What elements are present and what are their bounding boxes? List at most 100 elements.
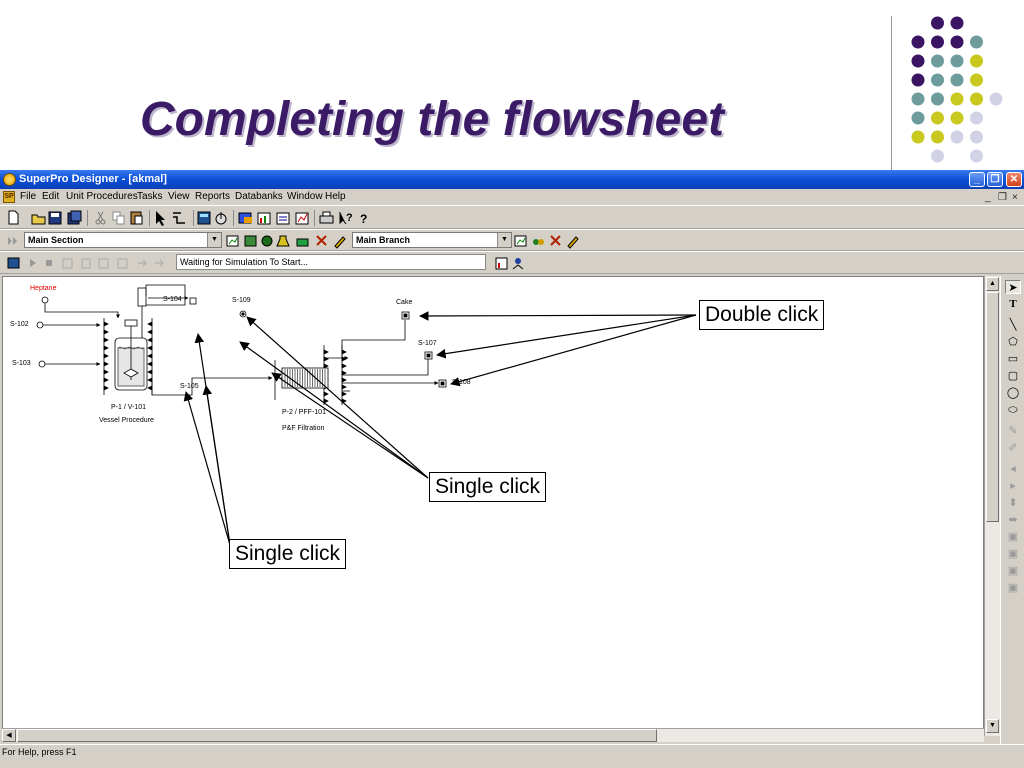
simulation-chart-icon[interactable] [495,257,508,270]
menu-edit[interactable]: Edit [42,191,60,202]
stream-s108[interactable] [342,379,447,392]
close-button[interactable]: ✕ [1006,172,1022,187]
rounded-rectangle-tool-icon[interactable]: ▢ [1007,370,1019,382]
menu-help[interactable]: Help [325,191,346,202]
document-icon[interactable]: SP [3,191,15,203]
blue-bars-icon[interactable] [238,212,252,224]
align-left-icon[interactable]: ◂ [1010,463,1016,475]
expand-icon[interactable] [117,258,128,269]
stop-icon[interactable] [46,260,52,266]
bring-front-icon[interactable]: ▣ [1007,531,1019,543]
pointer-icon[interactable] [156,211,165,226]
run-section-icon[interactable] [8,237,17,245]
group-icon[interactable]: ▣ [1007,565,1019,577]
align-vertical-icon[interactable]: ⬍ [1008,497,1018,509]
save-icon[interactable] [48,211,62,225]
stream-s107[interactable] [342,351,433,376]
print-icon[interactable] [319,211,334,224]
section-combo[interactable]: Main Section ▼ [24,232,222,248]
vessel-v101[interactable] [103,287,347,404]
vertical-scroll-thumb[interactable] [986,292,999,522]
open-folder-icon[interactable] [31,214,46,225]
scroll-down-icon[interactable]: ▼ [986,719,999,733]
section-chart-icon[interactable] [226,235,239,247]
stream-s103[interactable] [38,360,101,368]
calculator-icon[interactable] [197,211,211,225]
simulation-user-icon[interactable] [512,258,524,270]
fill-color-icon[interactable]: ✐ [1008,442,1018,454]
ellipse-tool-icon[interactable]: ◯ [1006,387,1020,399]
stream-s102[interactable] [36,321,101,329]
line-color-icon[interactable]: ✎ [1008,425,1018,437]
text-tool-icon[interactable]: T [1009,298,1017,310]
app-icon[interactable] [3,173,16,186]
section-flask-icon[interactable] [276,235,290,247]
branch-cross-icon[interactable] [550,235,561,246]
whats-this-help-icon[interactable]: ? [339,212,353,225]
horizontal-scrollbar[interactable]: ◀ [2,728,984,742]
chart-icon[interactable] [257,212,271,225]
section-cross-icon[interactable] [316,235,327,246]
mdi-close-button[interactable]: × [1012,192,1018,203]
menu-reports[interactable]: Reports [195,191,231,202]
simulation-calc-icon[interactable] [7,257,20,269]
branch-edit-icon[interactable] [567,236,579,249]
line-tool-icon[interactable]: ╲ [1009,319,1017,331]
horizontal-scroll-thumb[interactable] [17,729,657,742]
new-file-icon[interactable] [8,210,19,225]
ungroup-icon[interactable]: ▣ [1007,582,1019,594]
economics-icon[interactable] [295,212,309,225]
menu-window[interactable]: Window [287,191,323,202]
freeform-tool-icon[interactable]: ⬭ [1008,404,1018,416]
minimize-button[interactable]: _ [969,172,985,187]
cut-icon[interactable] [95,211,106,225]
paste-icon[interactable] [130,211,143,225]
stream-heptane[interactable] [41,296,120,319]
menu-unit-procedures[interactable]: Unit Procedures [66,191,138,202]
section-table-icon[interactable] [244,235,257,247]
mdi-minimize-button[interactable]: _ [985,192,991,203]
menu-view[interactable]: View [168,191,190,202]
title-bar[interactable]: SuperPro Designer - [akmal] _ ❐ ✕ [0,170,1024,189]
scroll-up-icon[interactable]: ▲ [986,277,999,291]
help-icon[interactable]: ? [360,212,367,226]
align-right-icon[interactable]: ▸ [1010,480,1016,492]
menu-databanks[interactable]: Databanks [235,191,283,202]
section-vessel-icon[interactable] [296,238,309,247]
forward-icon[interactable] [138,259,147,267]
stream-cake[interactable] [341,311,410,360]
menu-file[interactable]: File [20,191,37,202]
polygon-tool-icon[interactable]: ⬠ [1008,336,1018,348]
pause-icon[interactable] [81,258,91,269]
align-horizontal-icon[interactable]: ⬌ [1008,514,1018,526]
report-icon[interactable] [276,212,290,225]
branch-bead-icon[interactable] [533,239,544,245]
step-icon[interactable] [62,258,73,269]
rectangle-tool-icon[interactable]: ▭ [1007,353,1019,365]
connect-icon[interactable] [173,212,185,224]
section-edit-icon[interactable] [334,236,346,249]
stream-s105[interactable] [151,376,273,396]
send-back-icon[interactable]: ▣ [1007,548,1019,560]
play-icon[interactable] [30,259,36,267]
chevron-down-icon[interactable]: ▼ [497,233,511,247]
chevron-down-icon[interactable]: ▼ [207,233,221,247]
stream-s109[interactable] [239,310,247,318]
fast-forward-icon[interactable] [155,259,164,267]
branch-chart-icon[interactable] [514,235,527,247]
copy-icon[interactable] [112,211,125,225]
branch-combo[interactable]: Main Branch ▼ [352,232,512,248]
record-icon[interactable] [98,258,109,269]
mdi-restore-button[interactable]: ❐ [998,192,1007,203]
select-tool-icon[interactable]: ➤ [1005,280,1021,294]
save-all-icon[interactable] [67,210,82,225]
menu-tasks[interactable]: Tasks [137,191,163,202]
flowsheet-canvas[interactable] [2,276,984,736]
filter-pff101[interactable] [274,345,349,405]
scroll-left-icon[interactable]: ◀ [2,729,16,742]
section-bead-icon[interactable] [261,235,273,247]
restore-button[interactable]: ❐ [987,172,1003,187]
stream-s104[interactable] [145,284,197,306]
vertical-scrollbar[interactable]: ▲ ▼ [984,276,1000,736]
mixer-icon[interactable] [215,212,227,225]
